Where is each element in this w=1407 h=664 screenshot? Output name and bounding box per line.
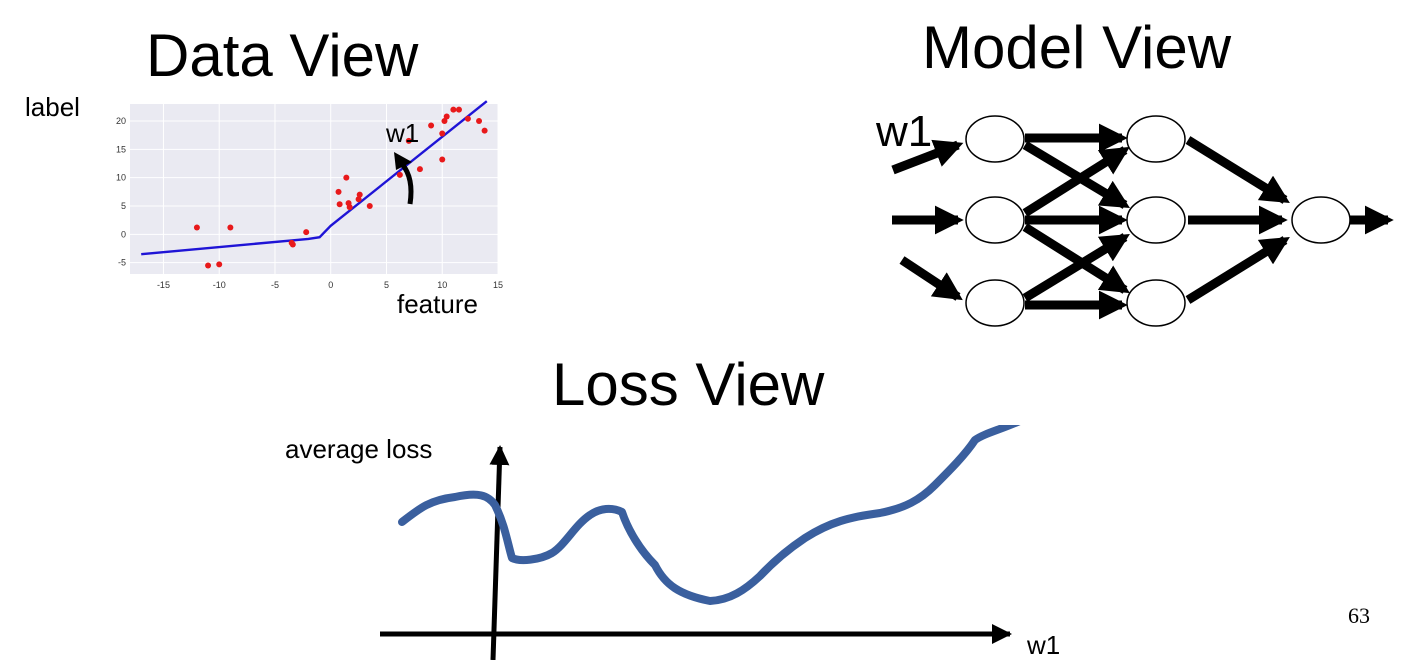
scatter-point	[303, 229, 310, 236]
slide-number: 63	[1348, 603, 1370, 628]
scatter-point	[193, 224, 200, 231]
network-nodes	[965, 115, 1351, 327]
rotate-arrow-icon	[394, 152, 414, 205]
scatter-point	[443, 113, 450, 120]
scatter-point	[405, 137, 412, 144]
y-tick-label: 10	[116, 173, 126, 183]
scatter-point	[366, 203, 373, 209]
scatter-point	[439, 156, 446, 163]
edge-h2-h6	[1022, 223, 1130, 294]
x-tick-label: 5	[384, 280, 389, 290]
model-view-title: Model View	[922, 14, 1232, 81]
data-view-y-label: label	[25, 92, 80, 122]
scatter-point	[455, 106, 462, 113]
x-tick-label: -10	[213, 280, 226, 290]
loss-view-y-label: average loss	[285, 434, 433, 464]
node-l1-3	[965, 279, 1025, 327]
scatter-point	[450, 106, 457, 113]
x-tick-label: 15	[493, 280, 503, 290]
scatter-point	[346, 204, 353, 211]
y-tick-label: 20	[116, 116, 126, 126]
data-view-title: Data View	[146, 22, 419, 89]
loss-view-x-label: w1	[1027, 630, 1061, 660]
scatter-point	[481, 127, 488, 134]
y-tick-label: -5	[118, 258, 126, 268]
scatter-point	[336, 201, 343, 208]
edge-h2-h4	[1022, 146, 1130, 217]
scatter-plot-background	[130, 104, 498, 274]
loss-curve	[398, 425, 1021, 605]
scatter-points	[193, 106, 488, 269]
scatter-x-ticks: -15 -10 -5 0 5 10 15	[157, 280, 503, 290]
scatter-y-ticks: -5 0 5 10 15 20	[116, 116, 126, 268]
loss-curve-plot	[380, 425, 1021, 660]
network-edges	[891, 123, 1394, 320]
scatter-point	[416, 166, 423, 173]
scatter-point	[439, 130, 446, 137]
fit-line	[141, 100, 488, 256]
x-tick-label: -5	[271, 280, 279, 290]
node-l2-1	[1126, 115, 1186, 163]
y-tick-label: 15	[116, 144, 126, 154]
x-tick-label: 10	[437, 280, 447, 290]
data-view-scatter-plot: -15 -10 -5 0 5 10 15 -5 0 5 10 15 20	[116, 100, 503, 290]
scatter-point	[464, 115, 471, 122]
neural-network-diagram	[891, 115, 1394, 327]
scatter-point	[428, 122, 435, 129]
y-tick-label: 0	[121, 229, 126, 239]
scatter-point	[289, 241, 296, 248]
edge-h4-out	[1185, 136, 1290, 204]
x-tick-label: 0	[328, 280, 333, 290]
scatter-point	[227, 224, 234, 231]
scatter-grid	[130, 104, 499, 274]
node-l1-1	[965, 115, 1025, 163]
scatter-point	[441, 118, 448, 124]
scatter-point	[355, 196, 362, 203]
scatter-point	[396, 171, 403, 178]
scatter-point	[476, 118, 483, 124]
data-view-x-label: feature	[397, 289, 478, 319]
y-tick-label: 5	[121, 201, 126, 211]
scatter-point	[205, 262, 212, 269]
input-edge-3	[899, 256, 963, 301]
node-l2-3	[1126, 279, 1186, 327]
loss-y-axis	[489, 445, 510, 660]
node-l1-2	[965, 196, 1025, 244]
loss-view-title: Loss View	[552, 351, 825, 418]
scatter-point	[356, 191, 363, 198]
node-l2-2	[1126, 196, 1186, 244]
model-view-w1-label: w1	[876, 107, 933, 156]
x-tick-label: -15	[157, 280, 170, 290]
scatter-point	[343, 174, 350, 181]
node-output	[1291, 196, 1351, 244]
scatter-point	[216, 261, 223, 268]
scatter-point	[335, 188, 342, 195]
edge-h6-out	[1185, 236, 1290, 304]
edge-h3-h5	[1022, 233, 1130, 302]
edge-h1-h5	[1022, 141, 1130, 209]
input-edge-1	[891, 139, 964, 175]
data-view-w1-label: w1	[386, 118, 420, 148]
